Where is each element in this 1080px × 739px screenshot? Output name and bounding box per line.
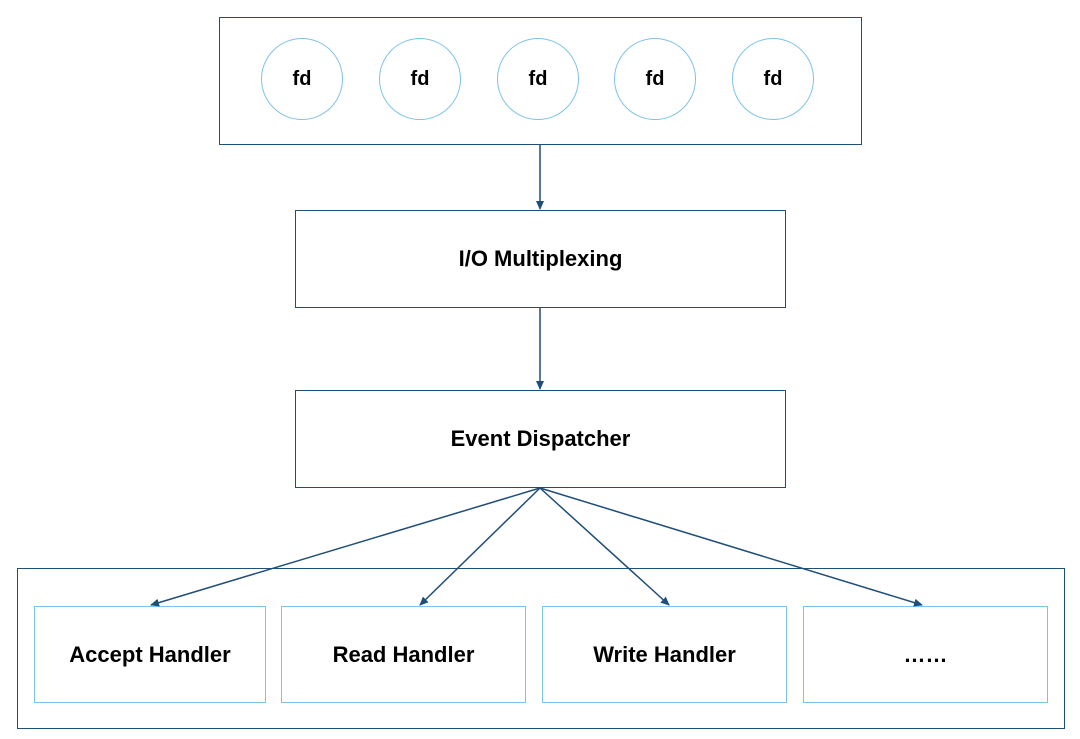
fd-node: fd xyxy=(261,38,343,120)
handler-label: Accept Handler xyxy=(69,641,231,667)
event-dispatcher-box: Event Dispatcher xyxy=(295,390,786,488)
fd-node: fd xyxy=(497,38,579,120)
accept-handler-box: Accept Handler xyxy=(34,606,266,703)
handler-label: Read Handler xyxy=(332,641,475,667)
more-handlers-box: …… xyxy=(803,606,1048,703)
fd-set-container xyxy=(219,17,862,145)
fd-node: fd xyxy=(614,38,696,120)
read-handler-box: Read Handler xyxy=(281,606,526,703)
io-multiplexing-box: I/O Multiplexing xyxy=(295,210,786,308)
fd-node: fd xyxy=(379,38,461,120)
handler-label: Write Handler xyxy=(593,641,736,667)
handler-label: …… xyxy=(903,641,948,667)
fd-node: fd xyxy=(732,38,814,120)
event-dispatcher-label: Event Dispatcher xyxy=(450,426,631,451)
io-multiplexing-label: I/O Multiplexing xyxy=(458,246,623,271)
write-handler-box: Write Handler xyxy=(542,606,787,703)
